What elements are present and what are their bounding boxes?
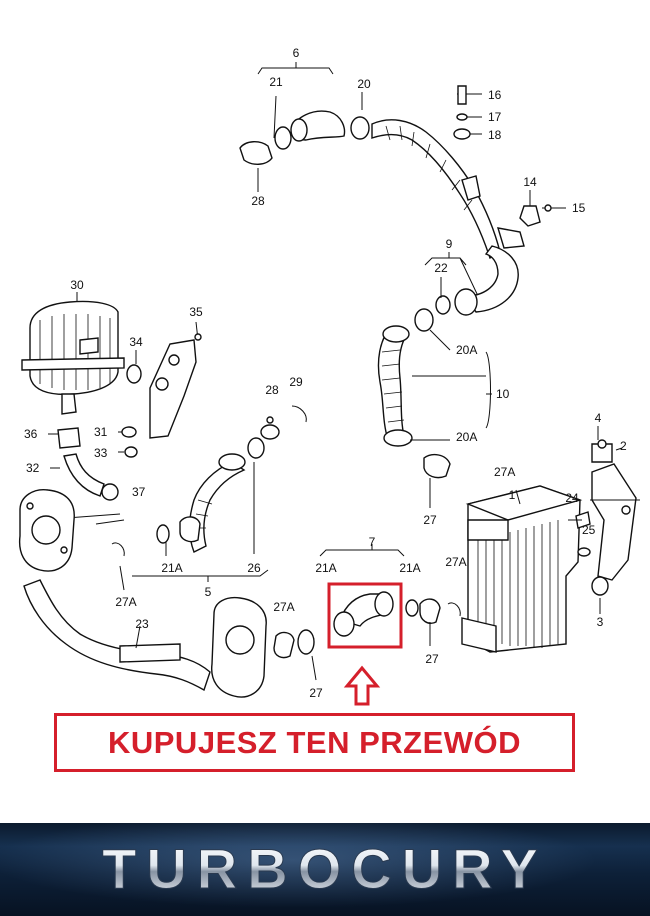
label-28-mid: 28 (265, 383, 279, 397)
label-29: 29 (289, 375, 303, 389)
label-37: 37 (132, 485, 146, 499)
label-21: 21 (269, 75, 283, 89)
brand-logo: TURBOCURY (102, 837, 548, 901)
purchase-notice-text: KUPUJESZ TEN PRZEWÓD (107, 724, 522, 760)
label-30: 30 (70, 278, 84, 292)
hose-5-assembly (111, 405, 307, 591)
hose-6-assembly (239, 62, 566, 260)
purchase-notice: KUPUJESZ TEN PRZEWÓD (54, 713, 575, 772)
parts-diagram: 6 21 20 16 17 18 28 14 15 9 22 30 35 34 … (18, 46, 640, 706)
label-27a-right: 27A (494, 465, 515, 479)
label-23: 23 (135, 617, 149, 631)
label-2: 2 (620, 439, 627, 453)
label-6: 6 (293, 46, 300, 60)
label-26: 26 (247, 561, 261, 575)
label-9: 9 (446, 237, 453, 251)
label-18: 18 (488, 128, 502, 142)
label-14: 14 (523, 175, 537, 189)
brand-logo-text: TURBOCURY (102, 837, 548, 900)
label-7: 7 (369, 535, 376, 549)
label-20a-upper: 20A (456, 343, 477, 357)
label-27-bottom: 27 (309, 686, 323, 700)
brand-banner: TURBOCURY (0, 823, 650, 916)
label-35: 35 (189, 305, 203, 319)
callout-labels: 6 21 20 16 17 18 28 14 15 9 22 30 35 34 … (24, 46, 627, 700)
label-21a-center-right: 21A (399, 561, 420, 575)
banner-glow (0, 823, 650, 916)
label-5: 5 (205, 585, 212, 599)
label-27a-bottom: 27A (273, 600, 294, 614)
label-20a-lower: 20A (456, 430, 477, 444)
label-24: 24 (565, 491, 579, 505)
label-17: 17 (488, 110, 502, 124)
label-32: 32 (26, 461, 40, 475)
label-25: 25 (582, 523, 596, 537)
label-31: 31 (94, 425, 108, 439)
label-33: 33 (94, 446, 108, 460)
hose-7-assembly (319, 544, 461, 706)
intercooler-assembly (461, 426, 640, 653)
label-21a-center-left: 21A (315, 561, 336, 575)
label-10: 10 (496, 387, 510, 401)
label-27-bottom-right: 27 (425, 652, 439, 666)
label-27a-left: 27A (115, 595, 136, 609)
label-36: 36 (24, 427, 38, 441)
label-16: 16 (488, 88, 502, 102)
reservoir-assembly (21, 292, 202, 439)
label-15: 15 (572, 201, 586, 215)
hose-9-10-assembly (377, 245, 519, 508)
label-4: 4 (595, 411, 602, 425)
lower-pipe-assembly (18, 489, 317, 698)
label-21a-left: 21A (161, 561, 182, 575)
label-27a-center: 27A (445, 555, 466, 569)
label-20: 20 (357, 77, 371, 91)
lower-left-parts (39, 426, 138, 525)
label-27-mid: 27 (423, 513, 437, 527)
label-1: 1 (509, 488, 516, 502)
label-28-top: 28 (251, 194, 265, 208)
label-3: 3 (597, 615, 604, 629)
label-34: 34 (129, 335, 143, 349)
label-22: 22 (434, 261, 448, 275)
